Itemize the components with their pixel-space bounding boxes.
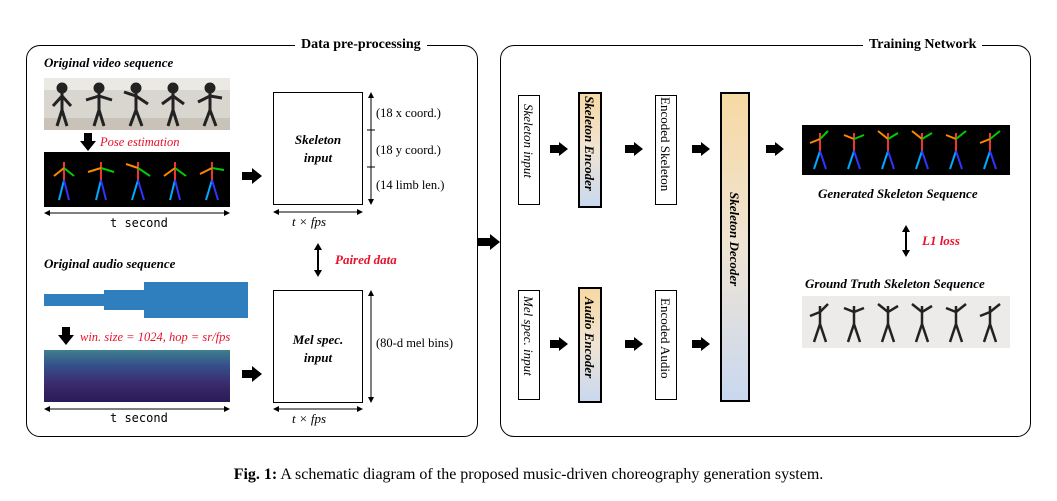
skeleton-input-node (518, 95, 540, 205)
skeleton-input-line2: input (303, 150, 333, 165)
arrow-right-icon-t3 (692, 142, 710, 156)
caption-label: Fig. 1: (233, 466, 278, 483)
ground-truth-image (802, 296, 1010, 348)
skeleton-dims-bracket (367, 92, 375, 205)
l1-loss-label: L1 loss (922, 233, 960, 248)
mel-input-line2: input (303, 350, 333, 365)
mel-dims-label: (80-d mel bins) (376, 336, 454, 350)
arrow-right-icon-audio (242, 366, 262, 382)
video-label: Original video sequence (44, 55, 174, 70)
generated-skeleton-label: Generated Skeleton Sequence (818, 186, 978, 201)
t-second-arrow-bottom (44, 406, 230, 412)
down-arrow-icon-audio (58, 327, 74, 345)
arrow-right-icon-t7 (692, 337, 710, 351)
waveform-graphic (44, 282, 248, 318)
t-fps-label-bottom: t × fps (292, 411, 327, 426)
skeleton-encoder-text: Skeleton Encoder (582, 96, 597, 191)
skeleton-frames (44, 152, 230, 207)
skeleton-input-text: Skeleton input (521, 104, 536, 179)
mel-input-node (518, 290, 540, 400)
mel-input-line1: Mel spec. (292, 332, 344, 347)
encoded-audio-node (655, 290, 677, 400)
generated-skeleton-figures (809, 130, 1001, 170)
skeleton-decoder-text: Skeleton Decoder (727, 192, 742, 287)
t-fps-arrow-top (273, 209, 363, 215)
figure-caption: Fig. 1: A schematic diagram of the propo… (0, 466, 1057, 484)
training-title: Training Network (863, 37, 983, 53)
skeleton-input-box (273, 92, 363, 205)
mel-dims-bracket (368, 290, 374, 403)
generated-skeleton-image (802, 125, 1010, 175)
t-fps-label-top: t × fps (292, 214, 327, 229)
caption-text: A schematic diagram of the proposed musi… (277, 466, 824, 483)
mel-input-box (273, 290, 363, 403)
arrow-right-icon-t2 (625, 142, 643, 156)
down-arrow-icon (80, 133, 96, 151)
arrow-right-icon-t4 (766, 142, 784, 156)
encoded-audio-text: Encoded Audio (658, 298, 673, 379)
skeleton-input-line1: Skeleton (294, 132, 342, 147)
arrow-right-icon (242, 168, 262, 184)
skeleton-dim-y: (18 y coord.) (376, 143, 441, 157)
paired-data-arrow (314, 243, 322, 277)
window-params-label: win. size = 1024, hop = sr/fps (80, 330, 231, 344)
audio-encoder-text: Audio Encoder (582, 297, 597, 379)
paired-data-label: Paired data (335, 252, 397, 267)
l1-loss-arrow (902, 225, 910, 257)
arrow-right-icon-t1 (550, 142, 568, 156)
skeleton-decoder-box (720, 92, 750, 402)
skeleton-dim-x: (18 x coord.) (376, 106, 441, 120)
arrow-right-icon-t5 (550, 337, 568, 351)
pose-estimation-label: Pose estimation (100, 135, 180, 149)
t-second-label-bottom: t second (110, 411, 168, 425)
audio-label: Original audio sequence (44, 256, 176, 271)
skeleton-figures (53, 162, 225, 201)
arrow-right-icon-t6 (625, 337, 643, 351)
skeleton-encoder-box (578, 92, 602, 208)
audio-encoder-box (578, 287, 602, 403)
t-second-label-top: t second (110, 216, 168, 230)
encoded-skeleton-node (655, 95, 677, 205)
ground-truth-label: Ground Truth Skeleton Sequence (805, 276, 985, 291)
ground-truth-figures (809, 303, 1001, 343)
training-panel (500, 45, 1031, 437)
video-frames (44, 78, 230, 130)
audio-waveform (44, 280, 248, 320)
preprocessing-title: Data pre-processing (295, 37, 427, 53)
skeleton-dim-limb: (14 limb len.) (376, 178, 445, 192)
t-fps-arrow-bottom (273, 406, 363, 412)
mel-input-text: Mel spec. input (521, 296, 536, 376)
preprocessing-panel (26, 45, 478, 437)
t-second-arrow-top (44, 210, 230, 216)
encoded-skeleton-text: Encoded Skeleton (658, 97, 673, 192)
video-people-figures (44, 78, 230, 130)
spectrogram (44, 350, 230, 402)
panel-connector-arrow (478, 234, 500, 250)
